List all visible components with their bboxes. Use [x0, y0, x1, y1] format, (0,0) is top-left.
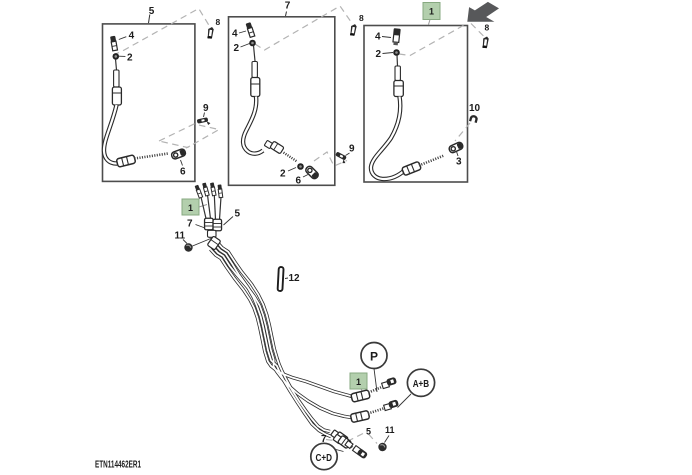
svg-text:5: 5 [366, 427, 371, 437]
svg-text:1: 1 [356, 377, 361, 387]
svg-text:4: 4 [232, 29, 238, 40]
svg-text:5: 5 [149, 6, 155, 17]
svg-text:P: P [370, 350, 378, 364]
svg-text:2: 2 [280, 169, 286, 180]
svg-text:11: 11 [175, 231, 186, 242]
svg-text:7: 7 [285, 1, 291, 12]
svg-text:C+D: C+D [316, 452, 333, 464]
svg-text:9: 9 [203, 103, 209, 114]
svg-text:8: 8 [485, 23, 490, 33]
svg-text:3: 3 [456, 157, 462, 168]
svg-text:8: 8 [359, 13, 364, 23]
svg-text:7: 7 [187, 219, 193, 230]
svg-text:12: 12 [289, 273, 301, 284]
svg-text:10: 10 [469, 103, 481, 114]
svg-text:A+B: A+B [413, 378, 430, 390]
svg-text:6: 6 [180, 167, 186, 178]
svg-text:2: 2 [234, 43, 240, 54]
svg-text:7: 7 [321, 434, 327, 445]
svg-text:ETN114462ER1: ETN114462ER1 [95, 460, 141, 471]
svg-text:1: 1 [429, 7, 434, 17]
svg-text:4: 4 [375, 32, 381, 43]
svg-text:6: 6 [296, 176, 302, 187]
svg-text:1: 1 [188, 203, 193, 213]
svg-text:5: 5 [235, 209, 241, 220]
svg-text:4: 4 [129, 31, 135, 42]
svg-text:9: 9 [349, 144, 355, 155]
svg-text:2: 2 [127, 53, 133, 64]
svg-text:8: 8 [216, 17, 221, 27]
svg-text:11: 11 [385, 425, 395, 435]
svg-text:2: 2 [376, 49, 382, 60]
